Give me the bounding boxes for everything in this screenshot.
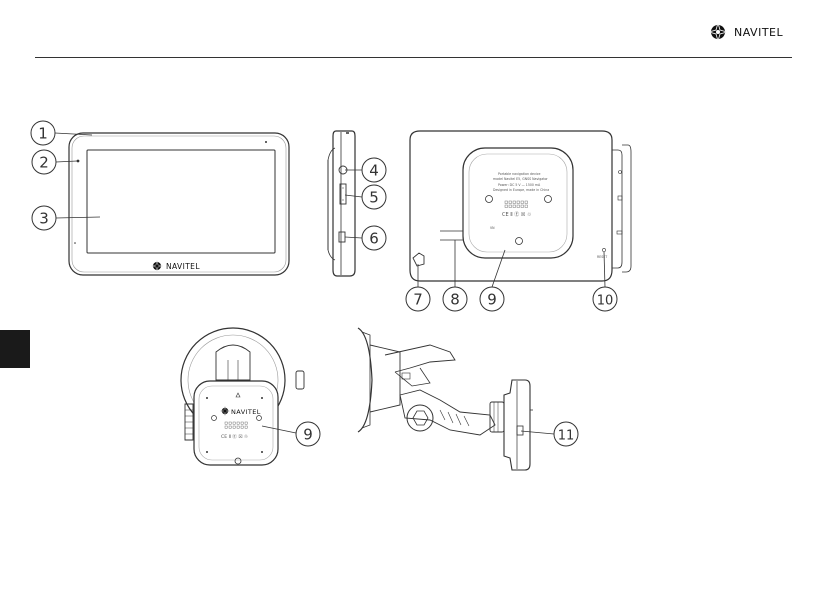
callout-number: 9 — [303, 426, 313, 444]
callout-number: 10 — [597, 294, 614, 309]
mount-serial-grid — [224, 421, 248, 429]
callout-badge: 11 — [553, 421, 579, 447]
vn-label: VN — [490, 226, 495, 230]
back-marks: CE Ⅱ Ⓔ ☒ ♲ — [502, 211, 532, 218]
reset-label: RESET — [597, 255, 607, 259]
brand-name: NAVITEL — [734, 25, 784, 39]
callout-number: 4 — [369, 162, 379, 180]
header-rule — [35, 57, 792, 58]
callout-number: 1 — [38, 125, 48, 143]
front-view: NAVITEL — [68, 132, 290, 276]
side-view — [327, 130, 356, 277]
callout-badge: 6 — [361, 225, 387, 251]
reset-hole — [602, 248, 606, 252]
brand-logo: NAVITEL — [708, 22, 783, 42]
mount-side-view — [357, 327, 533, 471]
callout-badge: 1 — [30, 120, 56, 146]
front-logo-icon — [150, 259, 164, 273]
callout-number: 7 — [413, 291, 423, 309]
callout-badge: 8 — [442, 286, 468, 312]
callout-number: 2 — [39, 154, 49, 172]
serial-grid — [504, 200, 528, 208]
back-label-line-3: Power: DC 5 V — 1500 mA — [498, 183, 541, 187]
mount-rear-view: NAVITEL CE Ⅱ Ⓔ ☒ ♲ — [180, 327, 305, 466]
callout-badge: 5 — [361, 184, 387, 210]
callout-badge: 4 — [361, 157, 387, 183]
front-logo-text: NAVITEL — [166, 262, 200, 271]
callout-number: 8 — [450, 291, 460, 309]
callout-number: 11 — [558, 429, 575, 444]
mount-marks: CE Ⅱ Ⓔ ☒ ♲ — [221, 433, 248, 440]
section-tab — [0, 330, 30, 368]
callout-badge: 9 — [295, 421, 321, 447]
callout-badge: 7 — [405, 286, 431, 312]
back-label-line-2: model Navitel E5, GNSS Navigator — [493, 177, 548, 181]
mount-logo-text: NAVITEL — [231, 408, 261, 416]
navitel-logo-icon — [708, 22, 728, 42]
callout-leaders — [54, 132, 606, 435]
back-view: Portable navigation device model Navitel… — [409, 130, 632, 282]
callout-badge: 2 — [31, 149, 57, 175]
callout-number: 5 — [369, 189, 379, 207]
callout-badge: 10 — [592, 286, 618, 312]
callout-number: 6 — [369, 230, 379, 248]
mount-logo-icon — [219, 405, 231, 417]
callout-badge: 9 — [479, 286, 505, 312]
stylus-tip — [412, 252, 425, 267]
callout-badge: 3 — [31, 205, 57, 231]
speaker-grille — [440, 230, 463, 241]
back-label-line-4: Designed in Europe, made in China — [493, 188, 549, 192]
back-label-line-1: Portable navigation device — [498, 172, 541, 176]
callout-number: 3 — [39, 210, 49, 228]
callout-number: 9 — [487, 291, 497, 309]
